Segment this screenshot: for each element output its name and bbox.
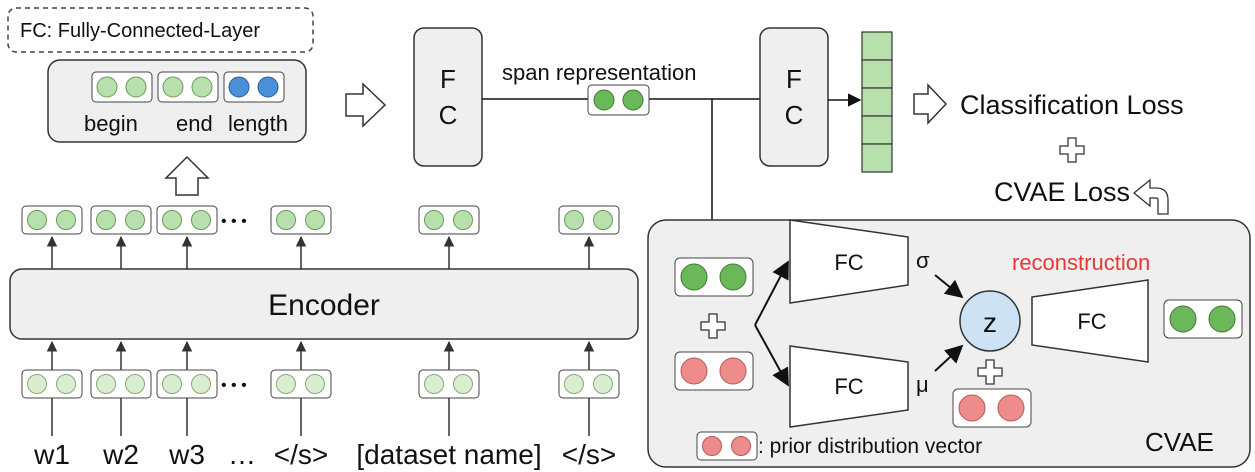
- legend-fc-text: FC: Fully-Connected-Layer: [20, 20, 260, 42]
- length-label: length: [228, 111, 288, 136]
- fc1-letter-f: F: [440, 64, 456, 94]
- end-label: end: [176, 111, 213, 136]
- token-ellipsis: …: [228, 439, 256, 470]
- cvae-loss-label: CVAE Loss: [994, 177, 1130, 207]
- output-logits-vector: [861, 31, 893, 173]
- cvae-mu-fc: [789, 345, 909, 428]
- encoder-label: Encoder: [268, 289, 380, 322]
- span-feature-box: begin end length: [47, 59, 307, 143]
- span-representation-vector: [587, 84, 650, 116]
- cvae-sigma-fc: [789, 219, 909, 304]
- output-ellipsis: • • •: [221, 213, 247, 230]
- legend-fc-box: FC: Fully-Connected-Layer: [7, 7, 314, 53]
- token-dataset-name: [dataset name]: [356, 439, 541, 470]
- end-vector-dot: [162, 76, 184, 98]
- begin-label: begin: [84, 111, 138, 136]
- input-encoder-arrows: [46, 340, 595, 370]
- prior-legend-label: : prior distribution vector: [758, 435, 982, 458]
- token-w3: w3: [168, 439, 205, 470]
- length-vector-dot: [228, 76, 250, 98]
- hollow-arrow-to-loss: [913, 83, 948, 125]
- token-stems: [51, 398, 590, 436]
- mu-label: μ: [916, 372, 929, 397]
- cvae-plus-icon: [700, 313, 726, 339]
- begin-vector-dot: [96, 76, 118, 98]
- cvae-mu-fc-label: FC: [834, 374, 863, 399]
- cvae-decoder-fc: [1031, 279, 1149, 363]
- classification-loss-label: Classification Loss: [960, 90, 1184, 120]
- input-embedding-vectors: [21, 369, 620, 399]
- cvae-sigma-fc-label: FC: [834, 250, 863, 275]
- cvae-module: FC FC σ μ z reconstruction FC : prior di…: [647, 219, 1251, 468]
- sigma-label: σ: [916, 248, 930, 273]
- encoder-output-arrows: [46, 235, 595, 269]
- z-plus-icon: [977, 359, 1003, 385]
- latent-z-node: [959, 290, 1021, 352]
- fc1-letter-c: C: [439, 100, 458, 130]
- token-w2: w2: [102, 439, 139, 470]
- cvae-title: CVAE: [1145, 427, 1214, 457]
- input-ellipsis: • • •: [221, 377, 247, 394]
- length-vector-dot: [257, 76, 279, 98]
- fc2-letter-c: C: [785, 100, 804, 130]
- encoder-block: Encoder: [9, 268, 639, 340]
- span-representation-label: span representation: [502, 60, 696, 85]
- latent-z-label: z: [983, 307, 997, 338]
- token-sep-2: </s>: [562, 439, 616, 470]
- end-vector-dot: [191, 76, 213, 98]
- token-sep-1: </s>: [274, 439, 328, 470]
- token-w1: w1: [33, 439, 70, 470]
- fc-block-1: F C: [413, 27, 483, 167]
- plus-icon: [1059, 137, 1085, 163]
- reconstruction-label: reconstruction: [1012, 250, 1150, 275]
- encoder-output-vectors: [21, 205, 620, 235]
- fc-block-2: F C: [759, 27, 829, 167]
- fc2-letter-f: F: [786, 64, 802, 94]
- hollow-right-arrow: [345, 82, 387, 128]
- begin-vector-dot: [125, 76, 147, 98]
- cvae-decoder-fc-label: FC: [1077, 309, 1106, 334]
- hollow-up-arrow: [164, 155, 210, 196]
- input-tokens: w1 w2 w3 … </s> [dataset name] </s>: [33, 439, 616, 470]
- return-arrow-icon: [1132, 178, 1169, 215]
